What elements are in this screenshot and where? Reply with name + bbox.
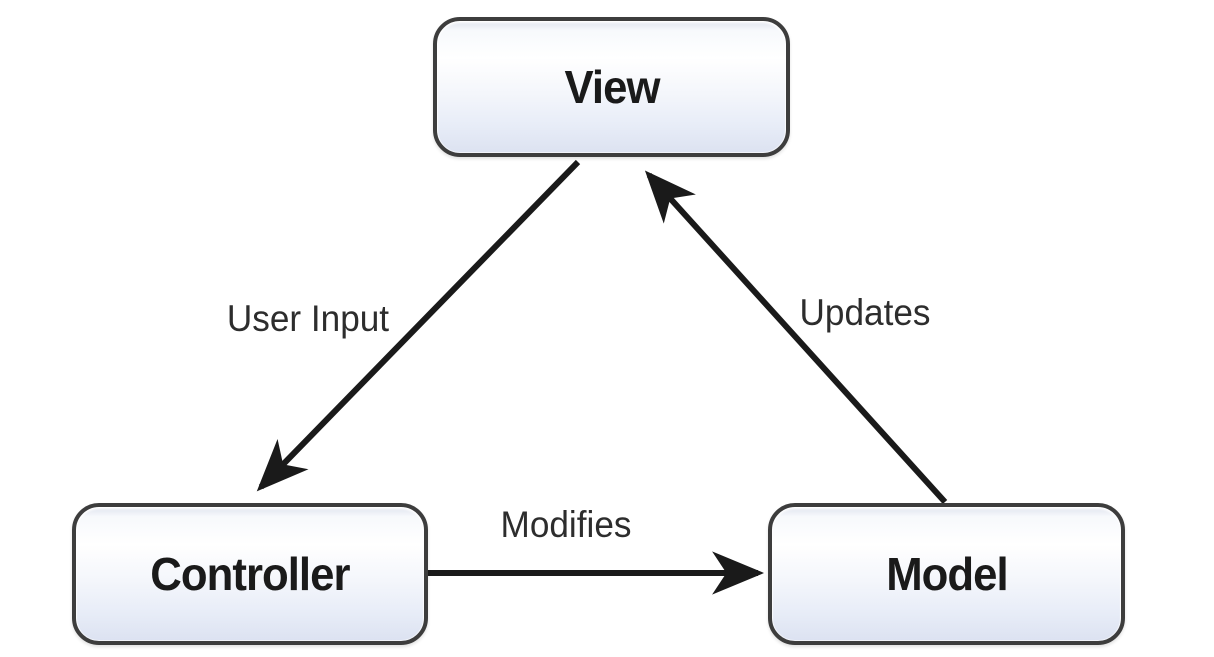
updates-arrow	[644, 170, 948, 505]
updates-edge-label: Updates	[799, 292, 931, 333]
node-model-label: Model	[885, 548, 1008, 600]
node-model: Model	[768, 503, 1125, 645]
user-input-edge-label: User Input	[226, 298, 390, 339]
node-view-label: View	[564, 61, 660, 113]
user-input-arrow	[256, 159, 581, 492]
node-view: View	[433, 17, 790, 157]
modifies-edge-label: Modifies	[500, 504, 632, 545]
node-controller-label: Controller	[150, 548, 350, 600]
node-controller: Controller	[72, 503, 428, 645]
